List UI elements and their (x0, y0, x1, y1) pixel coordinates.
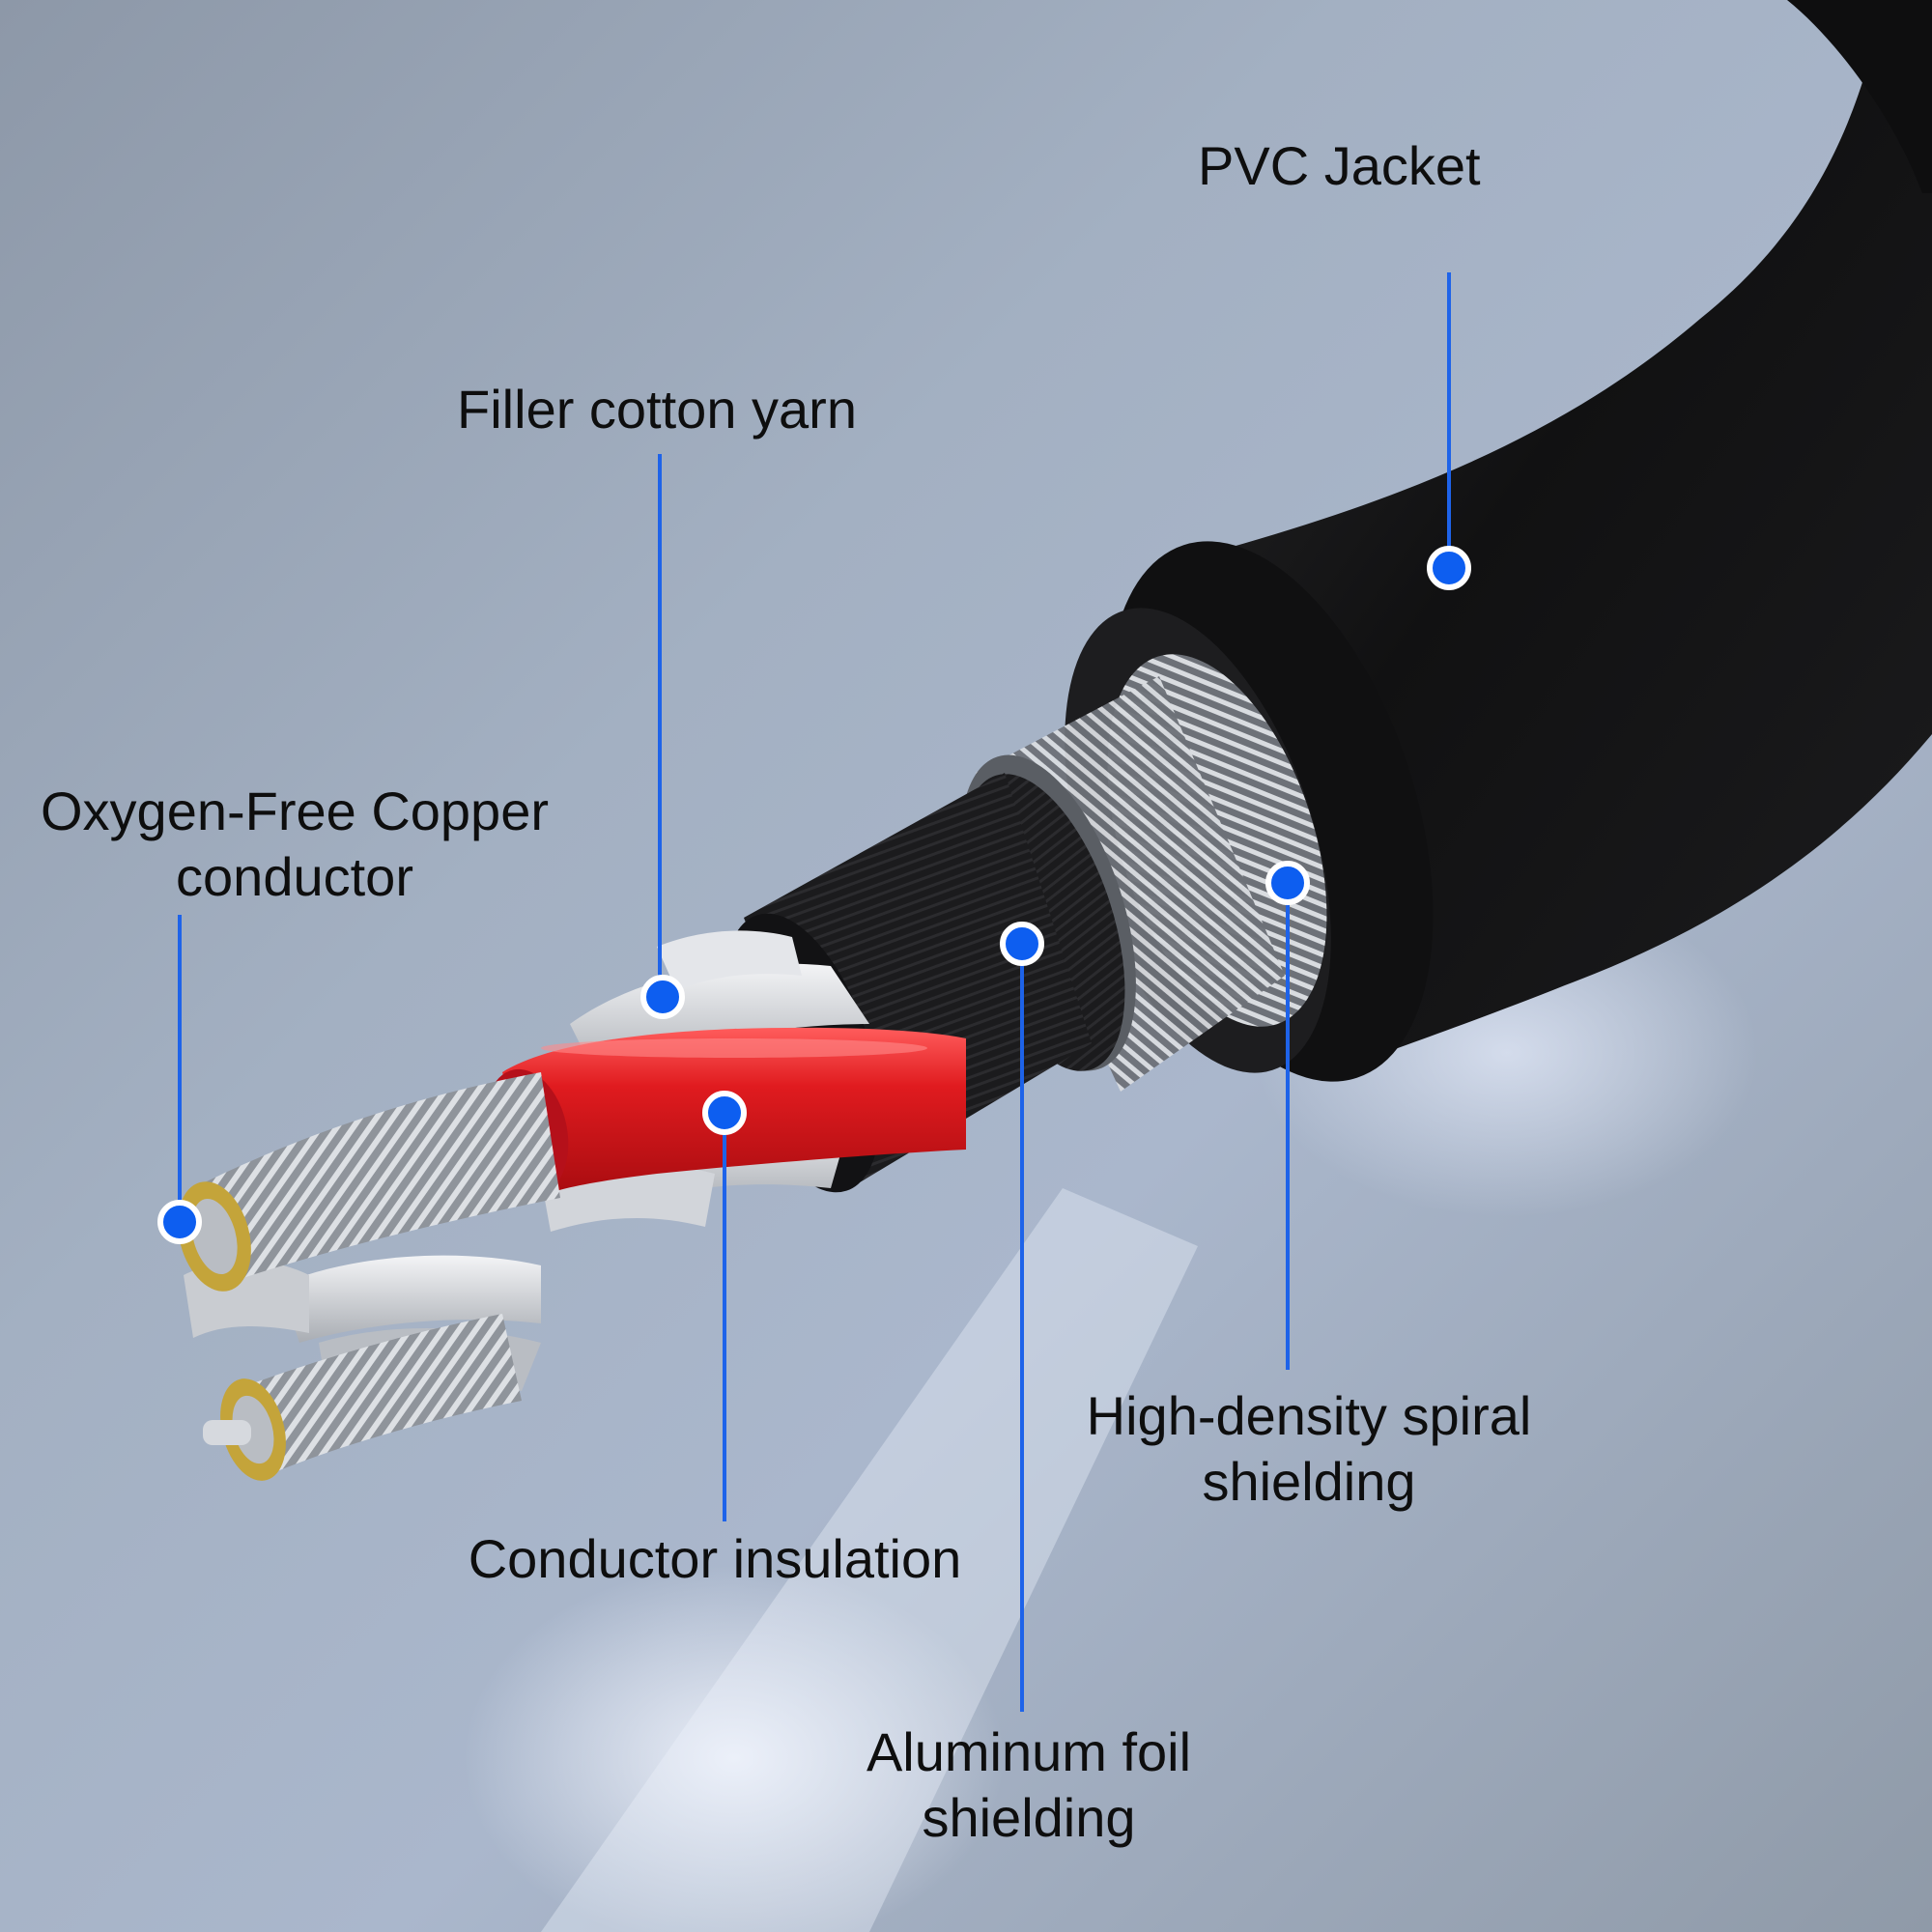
copper-strands-upper-core (191, 1198, 238, 1275)
label-line: shielding (1202, 1451, 1416, 1512)
marker-pvc-jacket (1427, 546, 1471, 590)
copper-core-pin (203, 1420, 251, 1445)
marker-aluminum-foil (1000, 922, 1044, 966)
label-line: Oxygen-Free Copper (40, 781, 549, 841)
copper-strands-lower-core (232, 1395, 274, 1464)
marker-conductor-insulation (702, 1091, 747, 1135)
label-filler-cotton-yarn: Filler cotton yarn (367, 377, 947, 442)
label-line: High-density spiral (1086, 1385, 1532, 1446)
leader-lines (178, 272, 1451, 1712)
label-line: shielding (922, 1787, 1136, 1848)
label-line: Conductor insulation (468, 1528, 962, 1589)
label-pvc-jacket: PVC Jacket (1198, 133, 1584, 199)
background-glow-bottom (464, 1565, 1005, 1932)
red-insulation-highlight (541, 1038, 927, 1058)
label-high-density-spiral-shielding: High-density spiral shielding (1038, 1383, 1579, 1515)
marker-filler-cotton-yarn (640, 975, 685, 1019)
copper-strands-lower (232, 1314, 522, 1478)
pvc-jacket-top (1787, 0, 1932, 193)
label-line: PVC Jacket (1198, 135, 1481, 196)
label-conductor-insulation: Conductor insulation (425, 1526, 1005, 1592)
label-line: conductor (176, 846, 413, 907)
markers (157, 546, 1471, 1244)
label-line: Filler cotton yarn (457, 379, 857, 440)
label-oxygen-free-copper-conductor: Oxygen-Free Copper conductor (0, 779, 589, 910)
copper-strands-upper (193, 1072, 560, 1285)
label-aluminum-foil-shielding: Aluminum foil shielding (787, 1719, 1270, 1851)
marker-oxygen-free-copper (157, 1200, 202, 1244)
label-line: Aluminum foil (866, 1721, 1192, 1782)
marker-spiral-shielding (1265, 861, 1310, 905)
